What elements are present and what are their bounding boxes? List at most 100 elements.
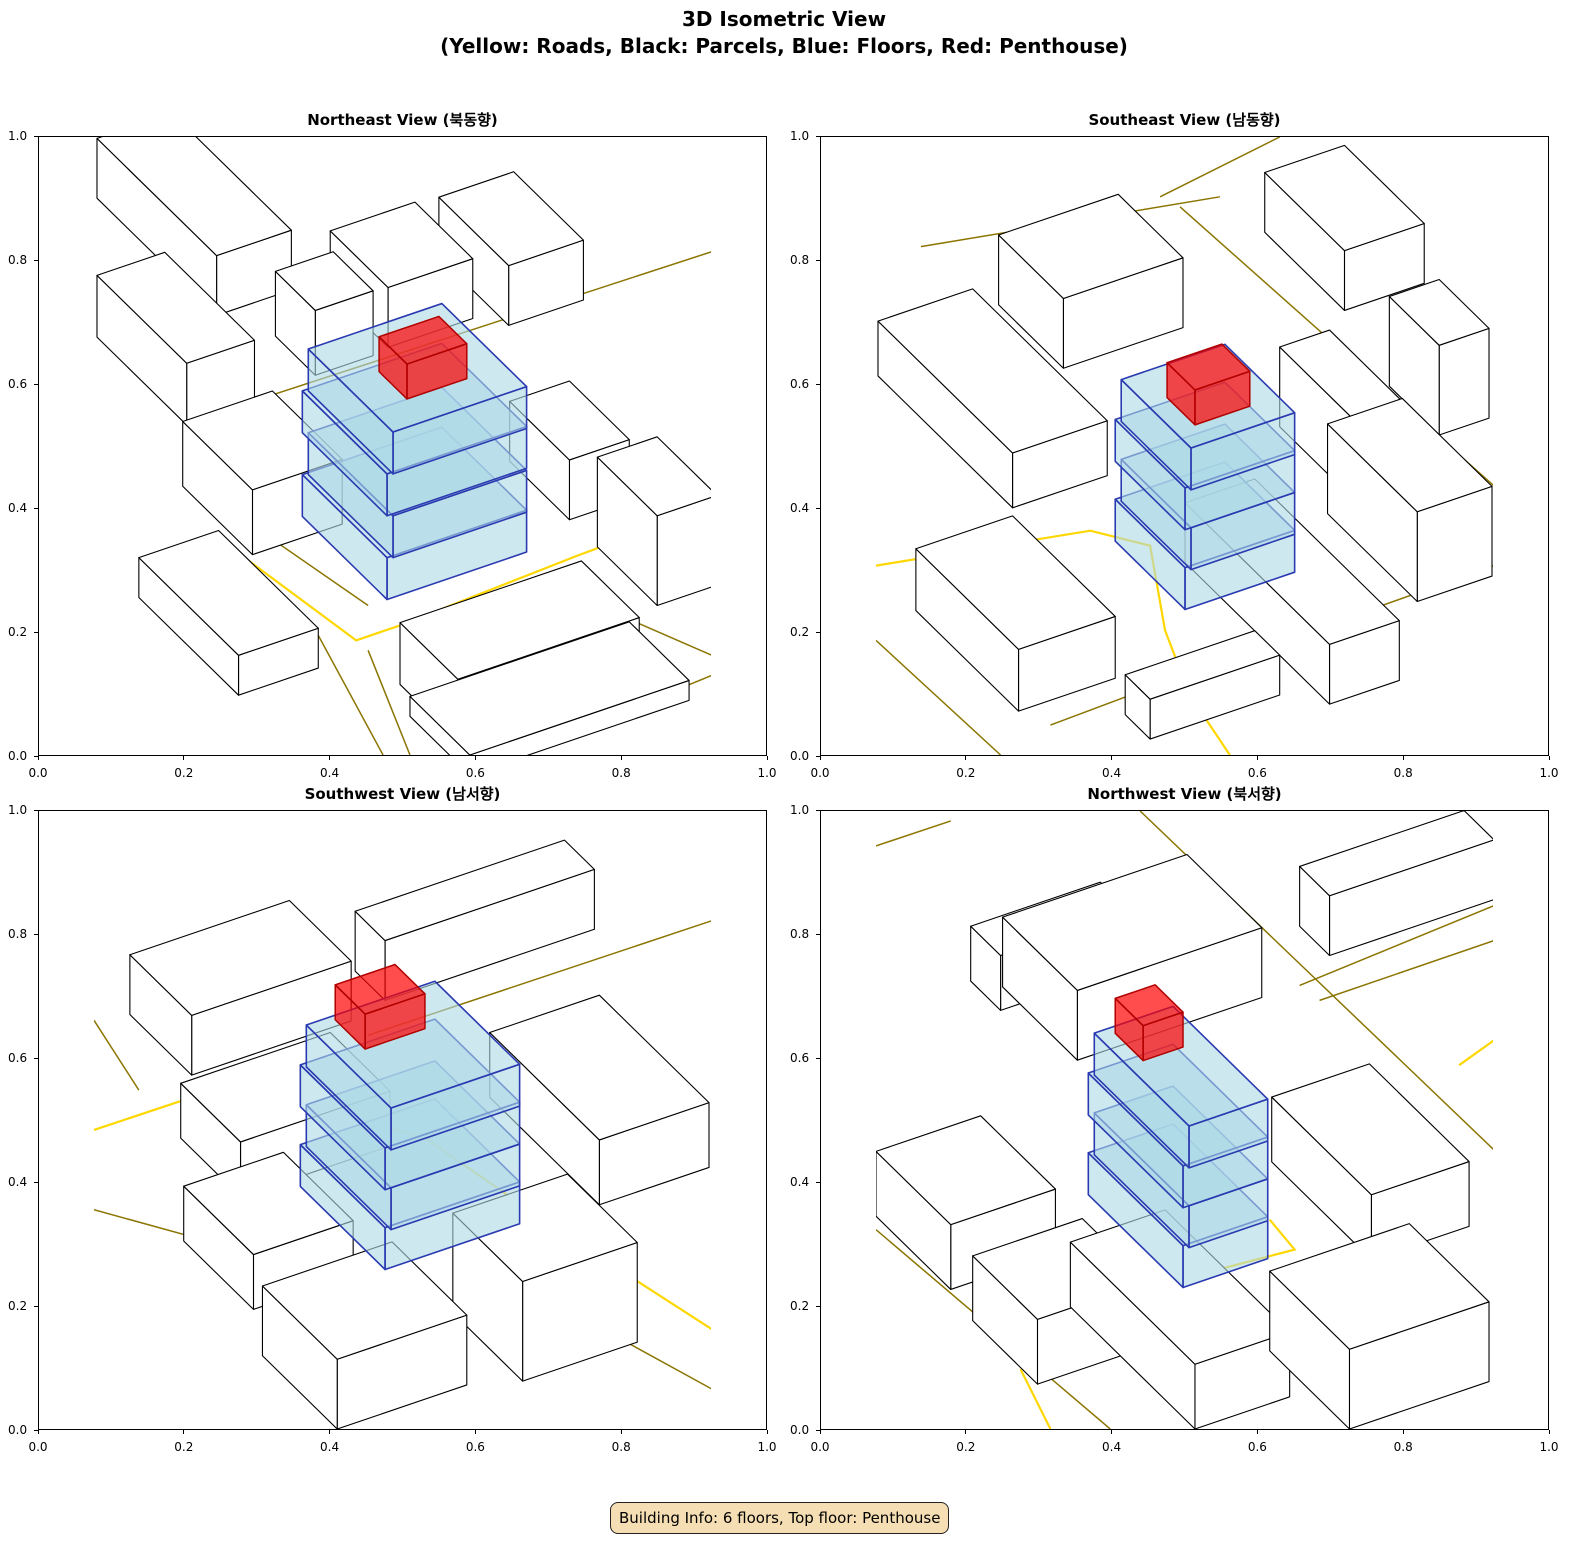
- y-tick-label: 1.0: [8, 803, 28, 817]
- x-tick-label: 0.4: [320, 766, 340, 780]
- y-tick-mark: [816, 933, 820, 935]
- x-tick-mark: [965, 756, 967, 760]
- road-edge-line: [93, 1019, 140, 1091]
- x-tick-label: 0.0: [810, 766, 830, 780]
- isometric-view: [820, 810, 1549, 1430]
- y-tick-label: 0.0: [8, 749, 28, 763]
- isometric-view: [38, 136, 767, 756]
- parcel-building: [138, 529, 319, 696]
- y-tick-mark: [34, 809, 38, 811]
- building-info-box: Building Info: 6 floors, Top floor: Pent…: [610, 1502, 950, 1534]
- parcel-building-roof: [875, 1115, 1056, 1226]
- x-tick-label: 0.6: [1247, 1440, 1267, 1454]
- x-tick-mark: [1402, 1430, 1404, 1434]
- x-tick-mark: [1402, 756, 1404, 760]
- y-tick-label: 0.2: [8, 625, 28, 639]
- parcel-building-roof: [399, 560, 640, 680]
- y-tick-mark: [816, 383, 820, 385]
- x-tick-mark: [329, 756, 331, 760]
- parcel-building: [1299, 811, 1494, 957]
- y-tick-label: 0.8: [790, 253, 810, 267]
- road-edge-line: [317, 635, 384, 755]
- parcel-building: [998, 193, 1184, 369]
- parcel-building-roof: [96, 251, 256, 364]
- panel-title: Northwest View (북서향): [1087, 785, 1282, 803]
- parcel-building-roof: [877, 288, 1108, 454]
- x-tick-label: 0.8: [1393, 766, 1413, 780]
- parcel-building-roof: [1002, 853, 1263, 991]
- penthouse-roof: [378, 315, 468, 365]
- parcel-building: [438, 171, 584, 326]
- y-tick-mark: [816, 1057, 820, 1059]
- parcel-building-roof: [1271, 1063, 1470, 1196]
- parcel-building-roof: [138, 529, 319, 656]
- penthouse-roof: [1166, 343, 1251, 391]
- parcel-building-roof: [1269, 1223, 1490, 1350]
- parcel-building-face: [875, 1150, 952, 1290]
- scene: [875, 137, 1494, 755]
- parcel-building-roof: [1326, 397, 1493, 513]
- parcel-building-roof: [509, 380, 630, 461]
- parcel-building-roof: [274, 251, 374, 311]
- y-tick-mark: [34, 1057, 38, 1059]
- x-tick-mark: [620, 1430, 622, 1434]
- parcel-building: [1264, 144, 1425, 311]
- y-tick-mark: [816, 1429, 820, 1431]
- parcel-building-roof: [329, 201, 474, 289]
- parcel-building: [354, 839, 595, 1001]
- y-tick-label: 1.0: [790, 803, 810, 817]
- scene: [93, 839, 712, 1429]
- y-tick-mark: [34, 383, 38, 385]
- road-edge-line: [875, 639, 1002, 755]
- x-tick-mark: [1111, 1430, 1113, 1434]
- figure-title-line-1: 3D Isometric View: [681, 7, 887, 31]
- y-tick-label: 1.0: [8, 129, 28, 143]
- x-tick-mark: [1548, 756, 1550, 760]
- y-tick-label: 0.4: [8, 501, 28, 515]
- y-tick-label: 0.2: [790, 1299, 810, 1313]
- x-tick-mark: [819, 1430, 821, 1434]
- y-tick-label: 0.8: [8, 253, 28, 267]
- y-tick-mark: [34, 631, 38, 633]
- figure-title-line-2: (Yellow: Roads, Black: Parcels, Blue: Fl…: [440, 34, 1128, 58]
- y-tick-mark: [816, 507, 820, 509]
- road-edge-line: [1299, 905, 1494, 987]
- y-tick-mark: [816, 631, 820, 633]
- parcel-building: [1388, 278, 1490, 436]
- panel-title: Northeast View (북동향): [307, 111, 498, 129]
- x-tick-label: 0.0: [28, 1440, 48, 1454]
- x-tick-label: 0.0: [28, 766, 48, 780]
- x-tick-label: 0.4: [1102, 1440, 1122, 1454]
- x-tick-label: 0.2: [956, 1440, 976, 1454]
- x-tick-label: 0.0: [810, 1440, 830, 1454]
- x-tick-label: 0.8: [611, 766, 631, 780]
- road-edge-line: [367, 650, 411, 755]
- penthouse: [378, 315, 468, 400]
- x-tick-label: 0.2: [174, 766, 194, 780]
- road-edge-line: [1159, 137, 1281, 198]
- y-tick-label: 0.2: [8, 1299, 28, 1313]
- parcel-building-roof: [438, 171, 584, 267]
- y-tick-mark: [34, 259, 38, 261]
- parcel-building-roof: [354, 839, 595, 942]
- parcel-building: [915, 515, 1116, 712]
- x-tick-label: 0.8: [611, 1440, 631, 1454]
- parcel-building: [1269, 1223, 1490, 1429]
- parcel-building-roof: [183, 1151, 354, 1256]
- parcel-building-roof: [596, 436, 712, 517]
- parcel-building: [409, 621, 690, 755]
- scene: [96, 137, 712, 755]
- x-tick-mark: [183, 756, 185, 760]
- y-tick-mark: [816, 259, 820, 261]
- parcel-building-roof: [1264, 144, 1425, 252]
- y-tick-mark: [34, 507, 38, 509]
- x-tick-label: 0.2: [956, 766, 976, 780]
- y-tick-label: 0.4: [790, 501, 810, 515]
- y-tick-mark: [816, 1305, 820, 1307]
- y-tick-label: 0.0: [8, 1423, 28, 1437]
- parcel-building-roof: [409, 621, 690, 755]
- penthouse: [1114, 984, 1184, 1062]
- parcel-building-roof: [1299, 811, 1494, 897]
